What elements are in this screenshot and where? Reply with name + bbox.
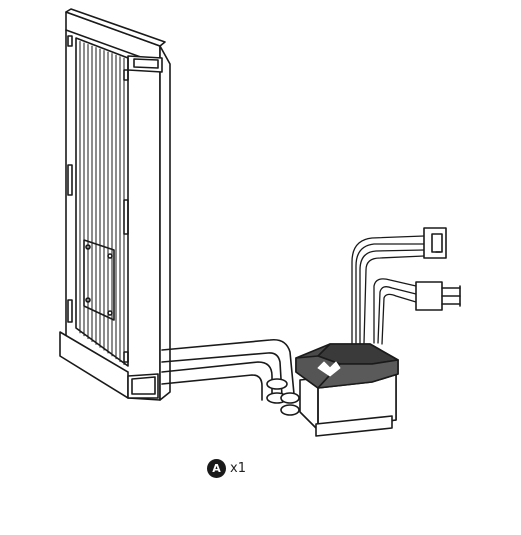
cables [351, 235, 425, 349]
connector-argb [423, 227, 447, 259]
mount-tab [67, 35, 73, 47]
radiator-bottom-outlet [127, 373, 159, 399]
radiator-fin-lines [79, 41, 125, 366]
pump-block [295, 343, 399, 437]
radiator-top-cap [65, 8, 166, 47]
radiator-fins [75, 37, 129, 367]
radiator-side [159, 45, 171, 401]
connector-fan [415, 281, 461, 311]
radiator [59, 8, 171, 401]
coolant-tubes [161, 338, 300, 416]
part-letter-badge: A [207, 458, 226, 478]
part-label: A x1 [207, 458, 246, 478]
tube-fitting [280, 392, 300, 404]
tube-fitting [266, 378, 288, 390]
part-quantity: x1 [230, 460, 246, 476]
pump-logo [317, 361, 341, 377]
radiator-top-outlet [127, 55, 163, 73]
